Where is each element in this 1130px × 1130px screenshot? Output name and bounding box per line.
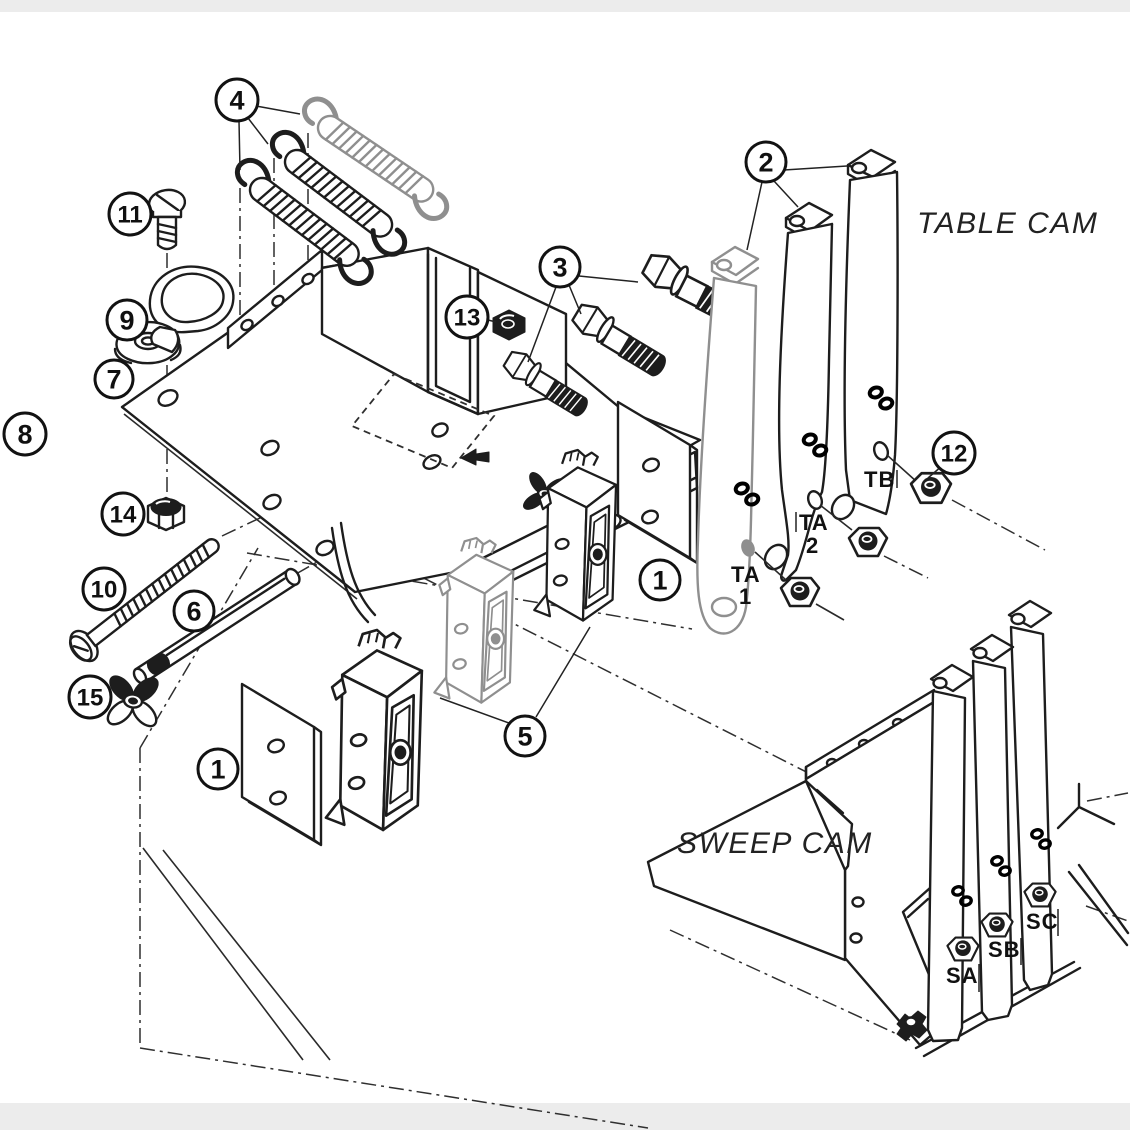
callout-9-label: 9 [119,306,134,336]
callout-12-label: 12 [941,441,968,468]
label-ta2-line1: TA [799,510,829,535]
callout-15: 15 [67,674,113,720]
callout-12: 12 [931,430,977,476]
callout-2-label: 2 [758,148,773,178]
switch-plate [240,682,323,847]
extension-spring [234,157,374,286]
callout-8-label: 8 [17,420,32,450]
callout-14-label: 14 [110,502,137,529]
callout-11-label: 11 [117,202,142,229]
long-screw [68,538,220,663]
cam-arm-tb [843,148,899,516]
callout-13: 13 [444,294,490,340]
label-tb: TB [864,467,895,492]
stop-nut [909,471,953,505]
callout-3: 3 [538,245,582,289]
pan-head-screw [147,188,187,251]
leader-lines [238,105,944,724]
scan-band-top [0,0,1130,12]
callout-7: 7 [93,358,135,400]
callout-1-right-label: 1 [652,566,667,596]
callout-9: 9 [105,298,149,342]
micro-switch [324,628,424,832]
callout-10: 10 [81,566,127,612]
label-sc: SC [1026,909,1059,934]
cam-arm-ta1-phantom [696,245,762,635]
sweep-cam-caption: SWEEP CAM [677,827,873,860]
callout-5-label: 5 [517,722,532,752]
spring-phantom [302,96,450,222]
scan-band-bottom [0,1103,1130,1130]
callout-10-label: 10 [91,577,118,604]
callout-4: 4 [214,77,260,123]
cable-clamp [113,265,235,365]
callout-14: 14 [100,491,146,537]
callout-7-label: 7 [106,365,121,395]
lock-nut-small [492,309,526,341]
label-sb: SB [988,937,1021,962]
label-ta1-line2: 1 [739,584,752,609]
callout-15-label: 15 [77,685,104,712]
label-sa: SA [946,963,979,988]
callout-1-right: 1 [638,558,682,602]
callout-1-left-label: 1 [210,755,225,785]
cross-knob [106,675,159,728]
label-ta2-line2: 2 [806,533,819,558]
extension-spring [269,129,408,257]
hex-nut [146,496,186,532]
stop-nut [946,936,980,962]
callout-1-left: 1 [196,747,240,791]
callout-3-label: 3 [552,253,567,283]
label-ta1-line1: TA [731,562,761,587]
arrow-hole [460,448,490,466]
callout-2: 2 [744,140,788,184]
cam-arm-ta2 [777,201,834,582]
callout-13-label: 13 [454,305,481,332]
stop-nut [779,576,821,608]
hex-bolt [568,298,674,380]
spacer-rod [132,567,301,685]
sweep-cam-assembly [646,599,1130,1058]
table-cam-caption: TABLE CAM [917,207,1098,240]
stop-nut [1023,882,1057,908]
callout-4-label: 4 [229,86,244,116]
callout-8: 8 [2,411,48,457]
stop-nut [980,912,1014,938]
switch-plate [616,400,699,565]
stud-sleeve [763,543,789,571]
callout-11: 11 [107,191,153,237]
stop-nut [847,526,889,558]
callout-6: 6 [172,589,216,633]
callout-6-label: 6 [186,597,201,627]
callout-5: 5 [503,714,547,758]
